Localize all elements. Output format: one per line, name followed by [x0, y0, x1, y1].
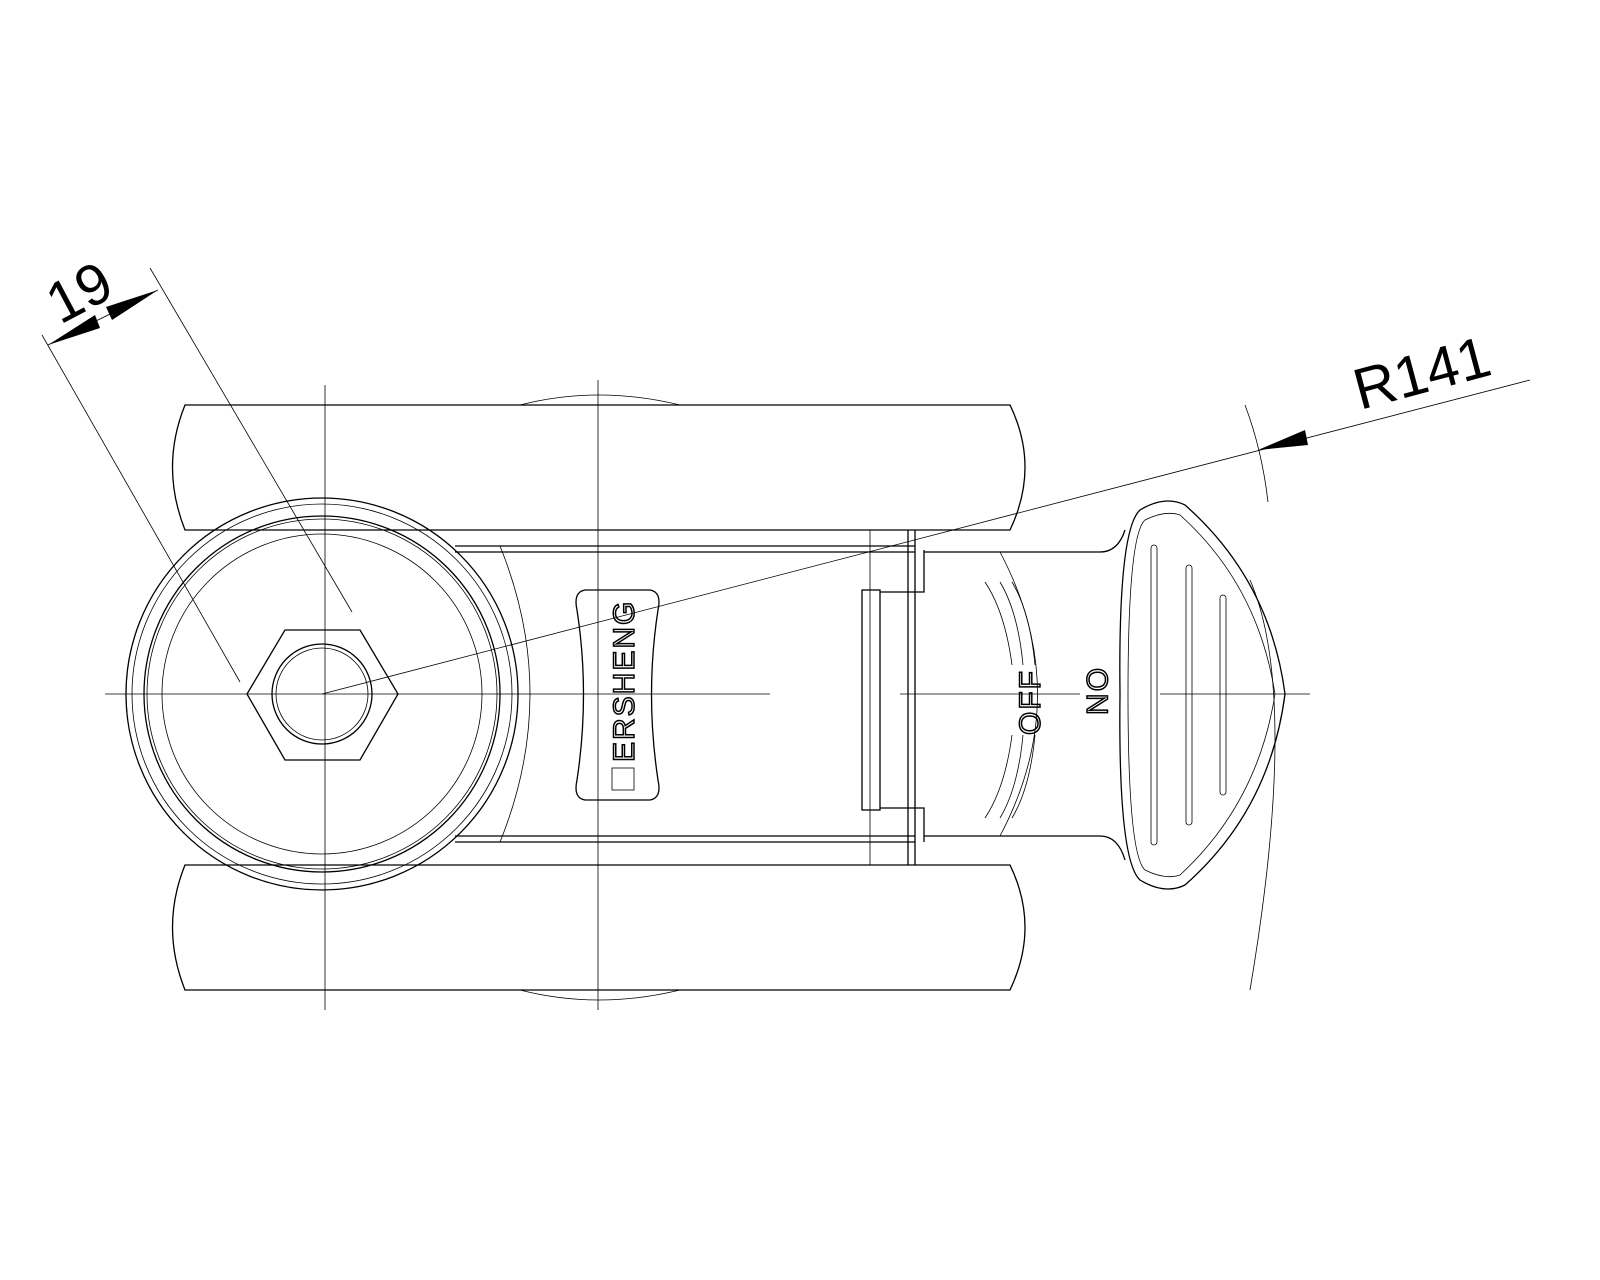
on-label: ON: [1080, 668, 1113, 717]
brand-logo-icon: [611, 767, 635, 791]
end-cap: [125, 497, 519, 891]
top-pipe: [171, 394, 1026, 531]
hex-nut: [246, 629, 399, 761]
bottom-pipe: [171, 864, 1026, 1001]
valve-body: [455, 530, 915, 865]
center-lines: [105, 380, 1310, 1010]
handle: OFF ON: [924, 500, 1286, 890]
swing-arc: [1249, 579, 1276, 991]
brand-text: ERSHENG: [608, 600, 641, 762]
dimension-19: 19: [36, 249, 353, 683]
off-label: OFF: [1014, 669, 1047, 735]
brand-plaque: ERSHENG: [575, 589, 660, 801]
dimension-r141: R141: [321, 324, 1531, 695]
dimension-19-label: 19: [36, 249, 123, 337]
off-grip-lines: [984, 581, 1036, 819]
stem: [861, 530, 925, 865]
